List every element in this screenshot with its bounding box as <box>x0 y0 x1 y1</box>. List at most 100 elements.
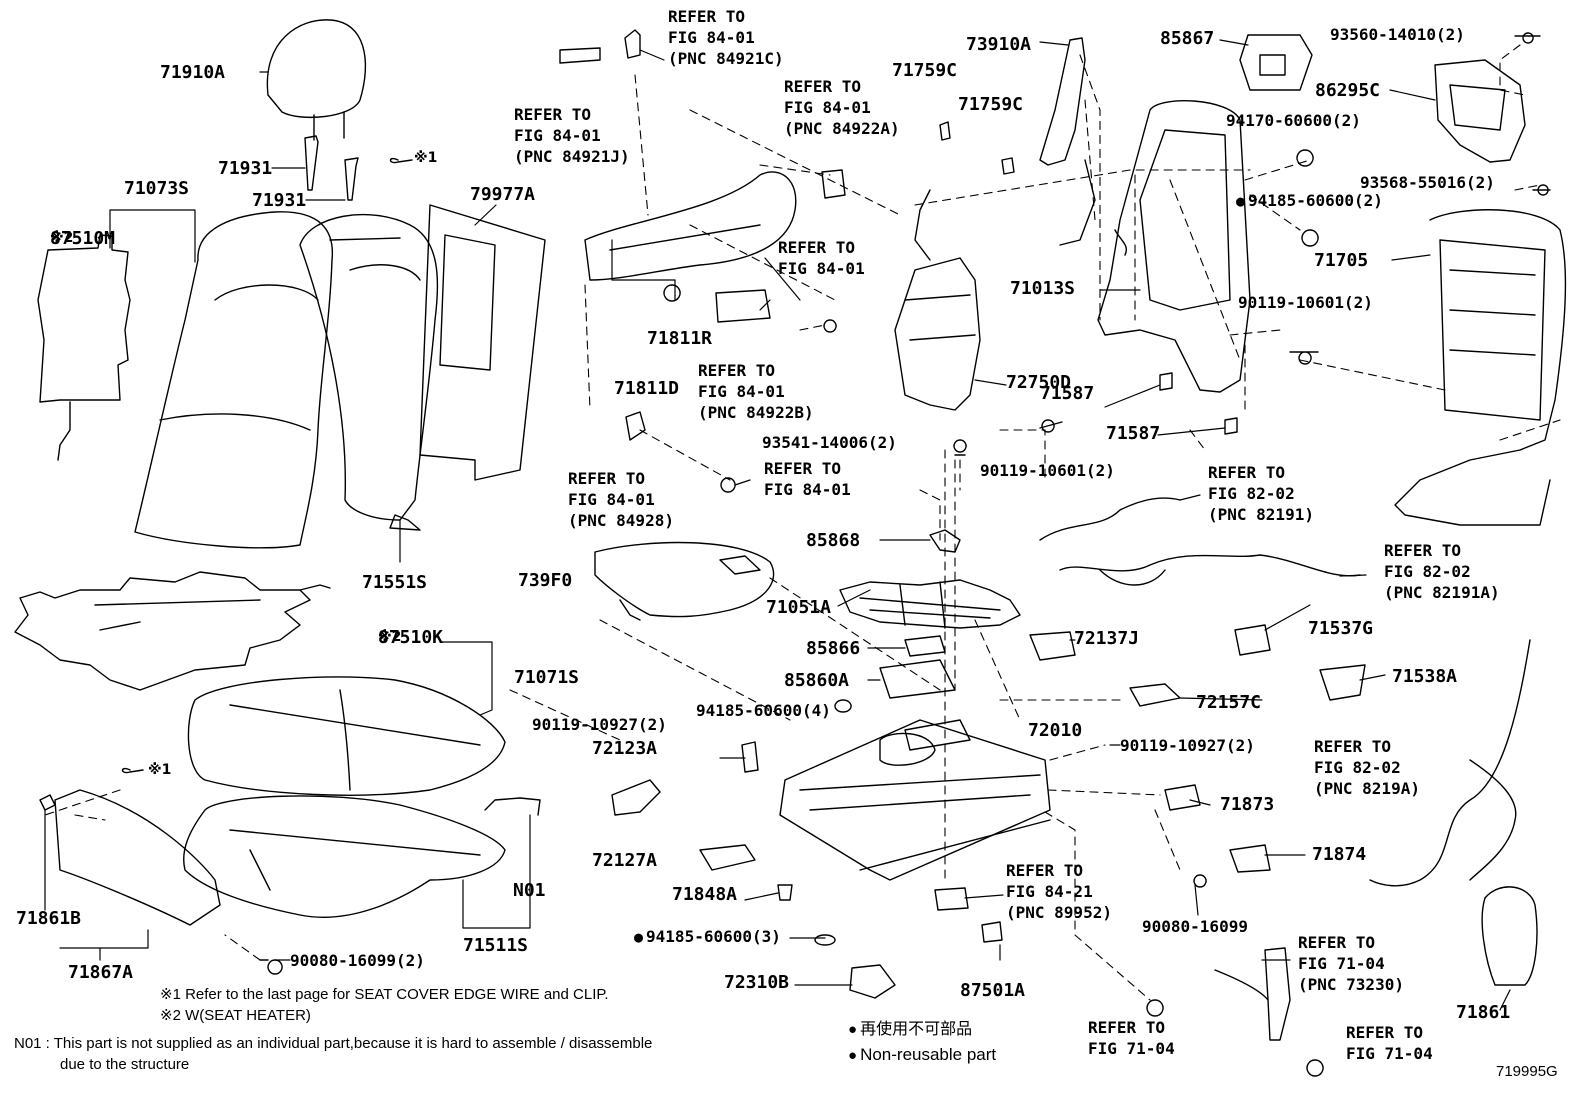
part-label-93568-55016[interactable]: 93568-55016(2) <box>1360 173 1495 192</box>
part-label-79977A[interactable]: 79977A <box>470 184 536 205</box>
headrest-drawing <box>266 19 367 201</box>
part-label-90119-10601-b[interactable]: 90119-10601(2) <box>1238 293 1373 312</box>
part-label-85868[interactable]: 85868 <box>806 530 861 551</box>
part-label-71931-a[interactable]: 71931 <box>218 158 273 179</box>
refer-7104-b[interactable]: REFER TO FIG 71-04 <box>1346 1022 1433 1064</box>
part-label-85860A[interactable]: 85860A <box>784 670 850 691</box>
heater-mat-cushion-drawing <box>14 571 331 691</box>
part-label-90119-10601-a[interactable]: 90119-10601(2) <box>980 461 1115 480</box>
part-label-71861B[interactable]: 71861B <box>16 908 82 929</box>
part-label-85867[interactable]: 85867 <box>1160 28 1215 49</box>
refer-pnc: (PNC 84928) <box>568 511 674 530</box>
part-label-94170-60600[interactable]: 94170-60600(2) <box>1226 111 1361 130</box>
part-label-739F0[interactable]: 739F0 <box>518 570 573 591</box>
footnote-2: ※2 W(SEAT HEATER) <box>160 1007 311 1024</box>
part-label-72137J[interactable]: 72137J <box>1074 628 1140 649</box>
refer-84922B[interactable]: REFER TO FIG 84-01 (PNC 84922B) <box>698 360 814 423</box>
part-label-71551S[interactable]: 71551S <box>362 572 428 593</box>
refer-84921C[interactable]: REFER TO FIG 84-01 (PNC 84921C) <box>668 6 784 69</box>
refer-82191A[interactable]: REFER TO FIG 82-02 (PNC 82191A) <box>1384 540 1500 603</box>
part-label-71931-b[interactable]: 71931 <box>252 190 307 211</box>
refer-pnc: (PNC 82191A) <box>1384 583 1500 602</box>
part-label-90119-10927-b[interactable]: 90119-10927(2) <box>1120 736 1255 755</box>
part-label-94185-60600-4[interactable]: 94185-60600(4) <box>696 701 831 720</box>
part-label-72310B[interactable]: 72310B <box>724 972 790 993</box>
part-label-72750D[interactable]: 72750D <box>1006 372 1072 393</box>
refer-7104-a[interactable]: REFER TO FIG 71-04 <box>1088 1017 1175 1059</box>
refer-89952[interactable]: REFER TO FIG 84-21 (PNC 89952) <box>1006 860 1112 923</box>
part-label-93541-14006[interactable]: 93541-14006(2) <box>762 433 897 452</box>
part-label-71511S[interactable]: 71511S <box>463 935 529 956</box>
part-label-N01[interactable]: N01 <box>513 880 546 901</box>
part-label-71013S[interactable]: 71013S <box>1010 278 1076 299</box>
part-label-71051A[interactable]: 71051A <box>766 597 832 618</box>
part-label-71873[interactable]: 71873 <box>1220 794 1275 815</box>
cushion-pad-drawing <box>183 795 541 918</box>
part-label-71073S[interactable]: 71073S <box>124 178 190 199</box>
part-label-71759C-b[interactable]: 71759C <box>958 94 1024 115</box>
part-label-71759C-a[interactable]: 71759C <box>892 60 958 81</box>
part-label-71874[interactable]: 71874 <box>1312 844 1367 865</box>
part-label-71537G[interactable]: 71537G <box>1308 618 1374 639</box>
refer-8401-a[interactable]: REFER TO FIG 84-01 <box>778 237 865 279</box>
part-label-71538A[interactable]: 71538A <box>1392 666 1458 687</box>
leader-lines <box>44 39 1511 1011</box>
refer-82191[interactable]: REFER TO FIG 82-02 (PNC 82191) <box>1208 462 1314 525</box>
part-label-72127A[interactable]: 72127A <box>592 850 658 871</box>
part-label-71071S[interactable]: 71071S <box>514 667 580 688</box>
part-label-93560-14010[interactable]: 93560-14010(2) <box>1330 25 1465 44</box>
part-label-71587-a[interactable]: 71587 <box>1040 383 1095 404</box>
part-label-72010[interactable]: 72010 <box>1028 720 1083 741</box>
refer-fig: FIG 71-04 <box>1346 1044 1433 1063</box>
footnote-n01-line2: due to the structure <box>60 1056 190 1073</box>
refer-fig: FIG 84-01 <box>778 259 865 278</box>
part-label-85866[interactable]: 85866 <box>806 638 861 659</box>
figure-id: 719995G <box>1496 1063 1558 1080</box>
legend-jp-text: 再使用不可部品 <box>860 1021 973 1038</box>
refer-84921J[interactable]: REFER TO FIG 84-01 (PNC 84921J) <box>514 104 630 167</box>
part-label-73910A[interactable]: 73910A <box>966 34 1032 55</box>
refer-pnc: (PNC 82191) <box>1208 505 1314 524</box>
part-label-71811R[interactable]: 71811R <box>647 328 713 349</box>
refer-fig: FIG 84-01 <box>764 480 851 499</box>
part-label-71705[interactable]: 71705 <box>1314 250 1369 271</box>
part-label-71811D[interactable]: 71811D <box>614 378 680 399</box>
refer-fig: FIG 71-04 <box>1088 1039 1175 1058</box>
part-label-90080-16099[interactable]: 90080-16099 <box>1142 917 1248 936</box>
refer-line: REFER TO <box>1314 737 1392 756</box>
seatback-frame-drawing <box>1097 100 1251 393</box>
part-label-87501A[interactable]: 87501A <box>960 980 1026 1001</box>
clip-marks <box>121 157 413 774</box>
refer-line: REFER TO <box>1088 1018 1166 1037</box>
refer-line: REFER TO <box>514 105 592 124</box>
cushion-connector-drawing <box>259 959 283 975</box>
part-label-86295C[interactable]: 86295C <box>1315 80 1381 101</box>
part-label-94185-60600-2[interactable]: 94185-60600(2) <box>1236 190 1383 212</box>
footnote-1: ※1 Refer to the last page for SEAT COVER… <box>160 986 609 1003</box>
heater-mat-back-drawing <box>37 234 131 461</box>
part-label-90119-10927-a[interactable]: 90119-10927(2) <box>532 715 667 734</box>
refer-84922A[interactable]: REFER TO FIG 84-01 (PNC 84922A) <box>784 76 900 139</box>
part-label-90080-16099-2[interactable]: 90080-16099(2) <box>290 951 425 970</box>
part-label-72157C[interactable]: 72157C <box>1196 692 1262 713</box>
refer-8219A[interactable]: REFER TO FIG 82-02 (PNC 8219A) <box>1314 736 1420 799</box>
part-number-94185-2: 94185-60600(2) <box>1248 191 1383 210</box>
mark-x1-bottom: ※1 <box>148 762 172 778</box>
cushion-bottom-pad-drawing <box>594 541 775 621</box>
part-label-71861[interactable]: 71861 <box>1456 1002 1511 1023</box>
refer-73230[interactable]: REFER TO FIG 71-04 (PNC 73230) <box>1298 932 1404 995</box>
refer-84928[interactable]: REFER TO FIG 84-01 (PNC 84928) <box>568 468 674 531</box>
refer-8401-b[interactable]: REFER TO FIG 84-01 <box>764 458 851 500</box>
refer-line: REFER TO <box>1346 1023 1424 1042</box>
part-label-71910A[interactable]: 71910A <box>160 62 226 83</box>
legend-dot-icon <box>848 1021 860 1038</box>
part-label-94185-60600-3[interactable]: 94185-60600(3) <box>634 926 781 948</box>
part-label-71587-b[interactable]: 71587 <box>1106 423 1161 444</box>
lower-middle-parts-drawing <box>611 699 1003 999</box>
part-label-72123A[interactable]: 72123A <box>592 738 658 759</box>
part-label-71867A[interactable]: 71867A <box>68 962 134 983</box>
part-label-71848A[interactable]: 71848A <box>672 884 738 905</box>
